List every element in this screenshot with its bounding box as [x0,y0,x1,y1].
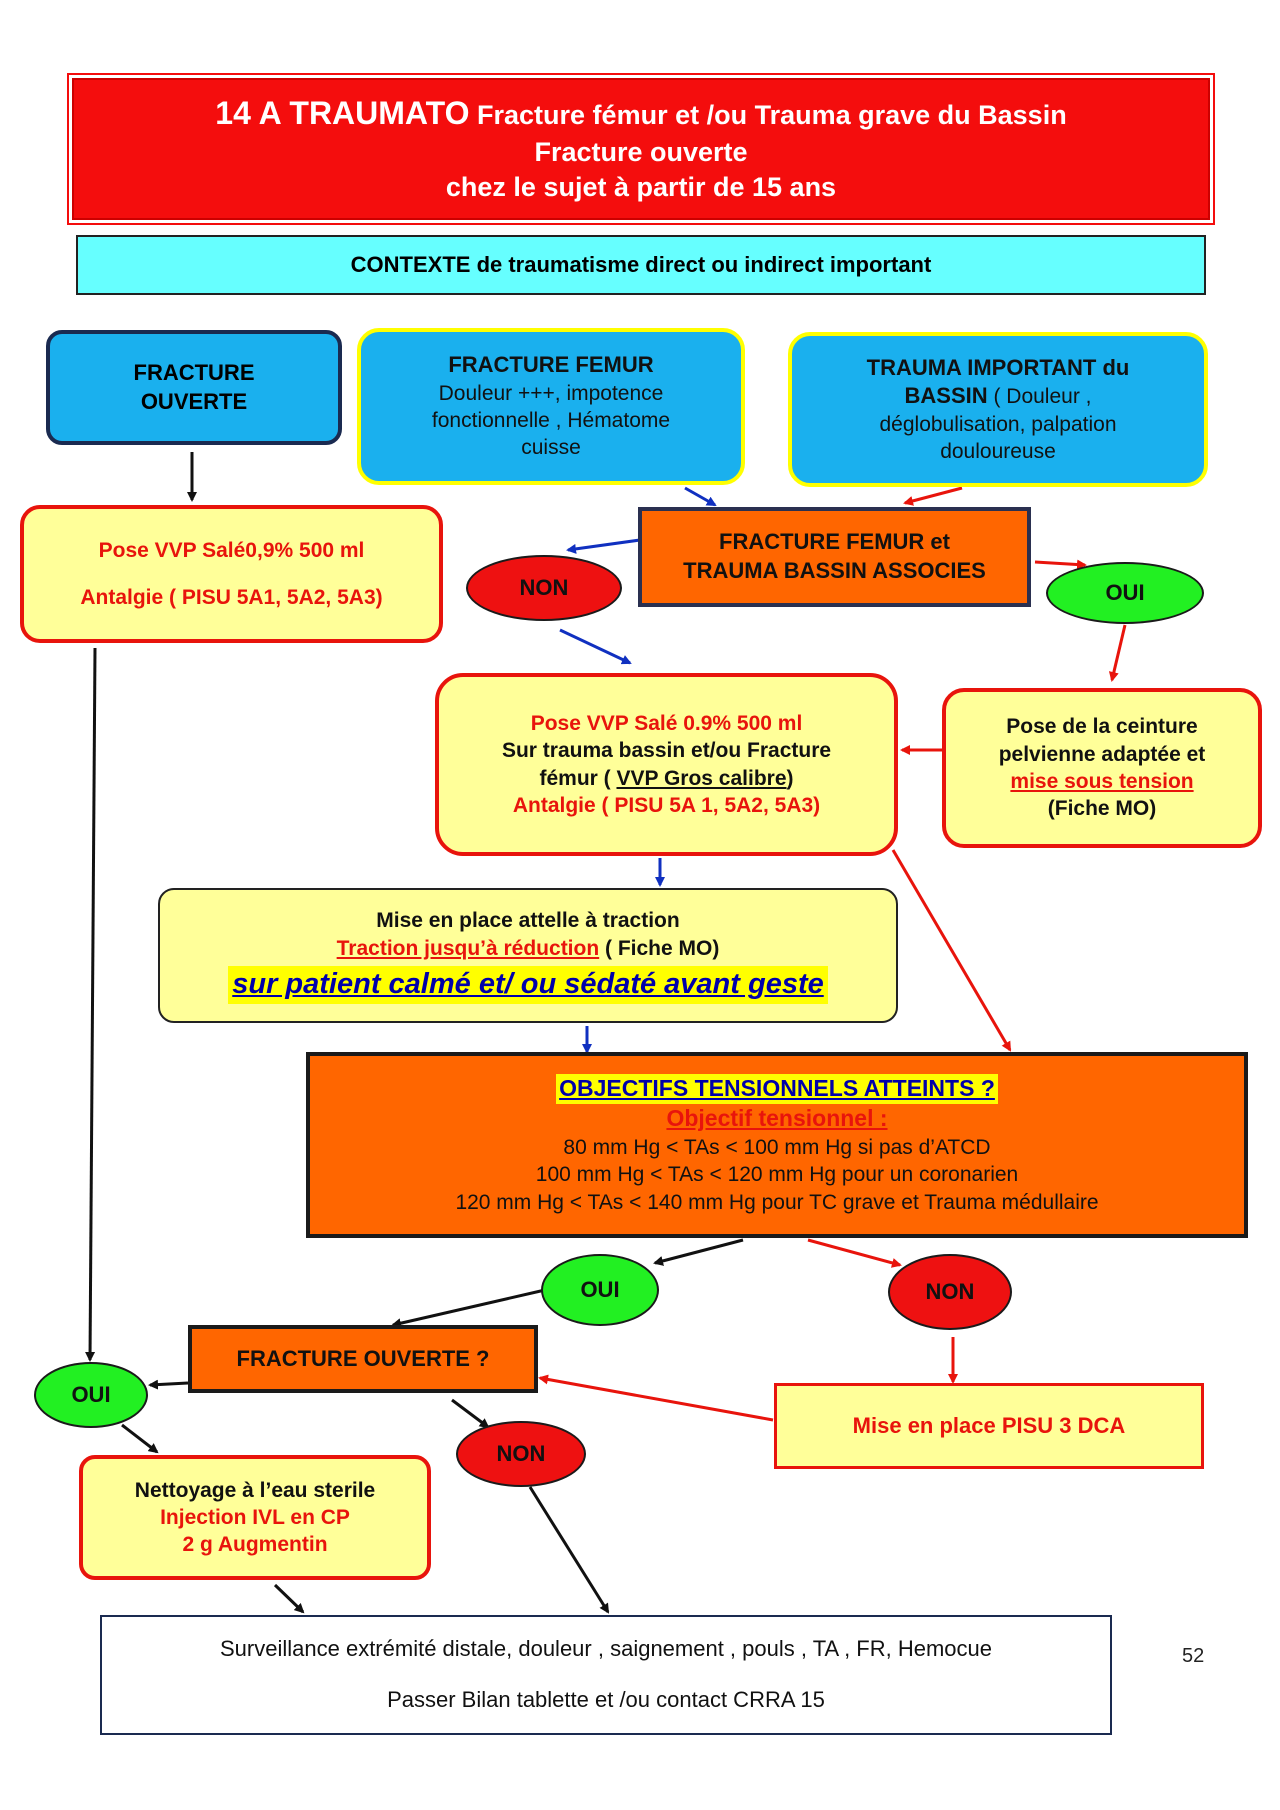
vvp-center-line2: Sur trauma bassin et/ou Fracture [501,739,832,763]
arrow-objectifs-to-non [807,1238,902,1268]
objectifs-line1: 80 mm Hg < TAs < 100 mm Hg si pas d’ATCD [563,1135,991,1159]
ceinture-line2: pelvienne adaptée et [998,742,1206,766]
bassin-title2-rest: ( Douleur , [987,385,1092,409]
surveillance-box: Surveillance extrémité distale, douleur … [100,1615,1112,1735]
oval-non-objectifs-label: NON [925,1279,975,1304]
nettoyage-box: Nettoyage à l’eau sterile Injection IVL … [79,1455,431,1580]
ceinture-box: Pose de la ceinture pelvienne adaptée et… [942,688,1262,848]
arrow-non-to-surveillance [528,1486,610,1614]
vvp-center-gros-calibre: VVP Gros calibre [616,766,787,790]
arrow-associes-to-oui [1034,559,1087,570]
fracture-ouverte-box: FRACTURE OUVERTE [46,330,342,445]
associes-line2: TRAUMA BASSIN ASSOCIES [683,558,986,583]
oval-oui-associes-label: OUI [1105,580,1145,605]
attelle-box: Mise en place attelle à traction Tractio… [158,888,898,1023]
objectifs-box: OBJECTIFS TENSIONNELS ATTEINTS ? Objecti… [306,1052,1248,1238]
arrow-oui-to-nettoyage [121,1423,159,1454]
arrow-vvp-left-to-oui [85,647,97,1362]
arrow-nettoyage-to-surveillance [273,1583,305,1614]
arrow-objectifs-to-oui [653,1238,744,1266]
arrow-non-to-vvp-center [559,628,632,665]
bassin-line3: déglobulisation, palpation [879,412,1117,436]
femur-line2: fonctionnelle , Hématome [431,409,671,433]
title-line1: 14 A TRAUMATO Fracture fémur et /ou Trau… [215,93,1066,135]
nettoyage-line2: Injection IVL en CP [160,1505,350,1529]
oval-oui-fracture: OUI [34,1362,148,1428]
fracture-ouverte-line1: FRACTURE [133,359,255,385]
title-rest: Fracture fémur et /ou Trauma grave du Ba… [469,100,1067,131]
title-line3: chez le sujet à partir de 15 ans [445,171,837,202]
title-main: 14 A TRAUMATO [215,95,470,132]
vvp-center-line3-prefix: fémur ( [539,766,617,790]
fracture-femur-box: FRACTURE FEMUR Douleur +++, impotence fo… [357,328,745,485]
arrow-oui-to-fracture-q [391,1288,546,1329]
pisu-dca-box: Mise en place PISU 3 DCA [774,1383,1204,1469]
oval-non-objectifs: NON [888,1254,1012,1330]
bassin-title2: BASSIN ( Douleur , [905,382,1092,411]
trauma-bassin-box: TRAUMA IMPORTANT du BASSIN ( Douleur , d… [788,332,1208,487]
objectifs-line3: 120 mm Hg < TAs < 140 mm Hg pour TC grav… [455,1190,1099,1214]
page-number: 52 [1182,1645,1205,1667]
arrow-bassin-to-associes [903,486,963,506]
pose-vvp-center-box: Pose VVP Salé 0.9% 500 ml Sur trauma bas… [435,673,898,856]
surveillance-line1: Surveillance extrémité distale, douleur … [220,1636,992,1662]
objectifs-title: OBJECTIFS TENSIONNELS ATTEINTS ? [556,1074,998,1105]
objectifs-subtitle: Objectif tensionnel : [666,1105,888,1132]
bassin-line4: douloureuse [940,440,1056,464]
vvp-center-line3-suffix: ) [786,766,794,790]
nettoyage-line3: 2 g Augmentin [182,1533,328,1557]
oval-oui-objectifs-label: OUI [580,1277,620,1302]
bassin-title2-bold: BASSIN [904,383,988,409]
vvp-left-line2: Antalgie ( PISU 5A1, 5A2, 5A3) [80,586,383,609]
ceinture-line1: Pose de la ceinture [1006,715,1198,739]
attelle-line2: Traction jusqu’à réduction ( Fiche MO) [337,935,720,962]
ceinture-line4: (Fiche MO) [1047,797,1157,821]
pose-vvp-left-box: Pose VVP Salé0,9% 500 ml Antalgie ( PISU… [20,505,443,643]
attelle-traction: Traction jusqu’à réduction [336,936,600,960]
context-text: CONTEXTE de traumatisme direct ou indire… [350,251,932,277]
vvp-center-line3: fémur ( VVP Gros calibre) [539,765,793,792]
associes-line1: FRACTURE FEMUR et [719,529,950,555]
vvp-center-line4: Antalgie ( PISU 5A 1, 5A2, 5A3) [512,793,821,817]
arrow-pisu-to-fracture-q [538,1374,774,1422]
attelle-line1: Mise en place attelle à traction [376,909,680,933]
bassin-title1: TRAUMA IMPORTANT du [866,354,1130,380]
oval-non-associes: NON [466,555,622,621]
vvp-left-line1: Pose VVP Salé0,9% 500 ml [98,538,365,562]
oval-non-associes-label: NON [519,575,569,600]
fracture-ouverte-question: FRACTURE OUVERTE ? [236,1345,490,1371]
oval-oui-objectifs: OUI [541,1254,659,1326]
arrow-associes-to-non [566,538,641,554]
femur-line3: cuisse [521,436,581,460]
vvp-center-line1: Pose VVP Salé 0.9% 500 ml [530,711,803,735]
nettoyage-line1: Nettoyage à l’eau sterile [134,1478,376,1502]
oval-non-fracture-label: NON [496,1441,546,1466]
arrow-femur-to-associes [684,486,717,507]
context-box: CONTEXTE de traumatisme direct ou indire… [76,235,1206,295]
associes-box: FRACTURE FEMUR et TRAUMA BASSIN ASSOCIES [638,507,1031,607]
arrow-fracture-q-to-oui [148,1379,189,1390]
femur-line1: Douleur +++, impotence [438,381,664,405]
arrow-oui-to-ceinture [1108,624,1127,682]
oval-oui-associes: OUI [1046,562,1204,624]
femur-title: FRACTURE FEMUR [448,352,654,378]
arrow-fracture-q-to-non [451,1398,490,1429]
title-line2: Fracture ouverte [534,136,748,167]
fracture-ouverte-line2: OUVERTE [140,388,248,414]
oval-oui-fracture-label: OUI [71,1382,111,1407]
oval-non-fracture: NON [456,1421,586,1487]
arrow-vvp-to-objectifs [891,849,1012,1052]
objectifs-line2: 100 mm Hg < TAs < 120 mm Hg pour un coro… [535,1163,1019,1187]
surveillance-line2: Passer Bilan tablette et /ou contact CRR… [387,1687,825,1712]
fracture-ouverte-question-box: FRACTURE OUVERTE ? [188,1325,538,1393]
title-banner: 14 A TRAUMATO Fracture fémur et /ou Trau… [67,73,1215,225]
ceinture-line3: mise sous tension [1010,770,1194,793]
attelle-line3: sur patient calmé et/ ou sédaté avant ge… [228,965,828,1004]
attelle-fiche: ( Fiche MO) [599,936,720,960]
pisu-dca-text: Mise en place PISU 3 DCA [852,1412,1126,1438]
